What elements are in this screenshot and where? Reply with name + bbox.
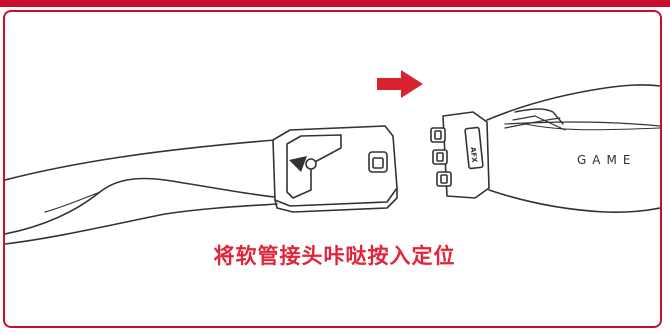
connector-badge: AFX bbox=[469, 147, 479, 164]
accent-bar bbox=[0, 0, 670, 7]
device-brand-label: GAME bbox=[577, 153, 636, 167]
illustration-frame: AFX GAME 将软管接头咔哒按入定位 bbox=[3, 10, 662, 328]
device-body bbox=[486, 84, 660, 213]
hose-connector bbox=[272, 125, 398, 213]
instruction-text: 将软管接头咔哒按入定位 bbox=[213, 244, 456, 268]
hose bbox=[5, 139, 278, 245]
hose-connection-illustration: AFX GAME bbox=[5, 70, 660, 245]
device-connector bbox=[430, 111, 490, 199]
right-arrow-icon bbox=[377, 70, 423, 98]
